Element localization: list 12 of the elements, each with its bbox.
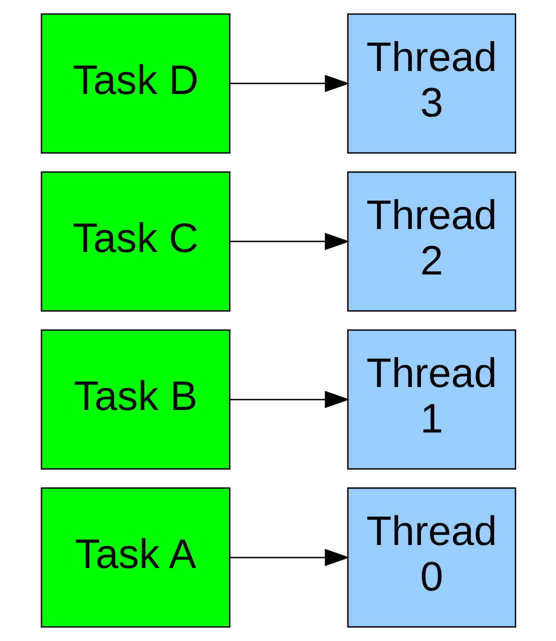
arrow	[229, 232, 350, 250]
node-box: Task B	[40, 329, 230, 470]
arrow	[229, 74, 350, 92]
node-box: Thread 0	[346, 487, 516, 628]
arrow	[229, 390, 350, 408]
node-box: Task C	[40, 171, 230, 312]
node-box: Thread 1	[346, 329, 516, 470]
node-box: Task A	[40, 487, 230, 628]
arrow	[229, 548, 350, 566]
node-box: Task D	[40, 13, 230, 154]
node-box: Thread 3	[346, 13, 516, 154]
node-box: Thread 2	[346, 171, 516, 312]
